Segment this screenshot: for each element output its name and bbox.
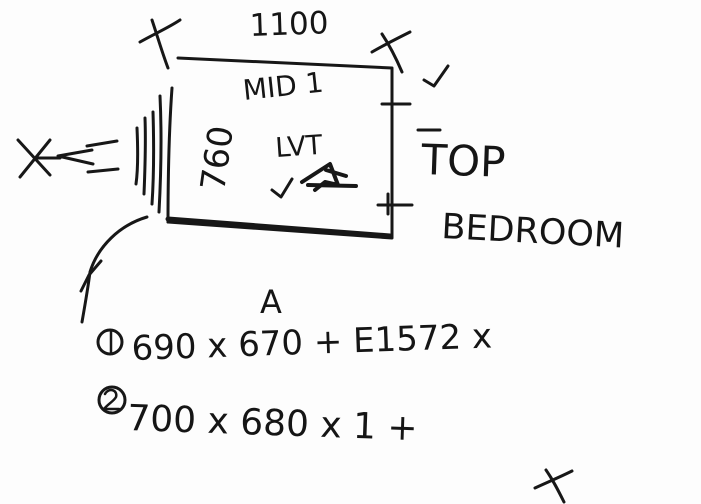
module-label: MID 1 [241,66,325,107]
dimension-side: 760 [193,123,242,193]
corner-x-mark-right [370,30,412,74]
cut-list-line-1: 690 x 670 + E1572 x [131,316,493,369]
dimension-top: 1100 [249,5,329,44]
decorative-x-bottom-right [533,468,574,504]
circled-number-2 [97,385,127,415]
checkmark-top-right [422,64,450,88]
cabinet-rectangle [165,56,394,240]
left-side-strokes [134,94,163,214]
corner-x-mark-left [138,18,182,70]
curved-arrow [79,215,149,324]
cut-list-line-2: 700 x 680 x 1 + [127,398,419,449]
circled-number-1 [96,328,124,356]
right-edge-ticks [376,94,442,216]
side-marker-label: A [260,283,282,321]
side-marker-a [16,138,120,179]
top-label: TOP [420,135,507,187]
check-and-marker [270,162,358,199]
lvt-label: LVT [274,130,324,164]
bedroom-label: BEDROOM [441,207,626,257]
